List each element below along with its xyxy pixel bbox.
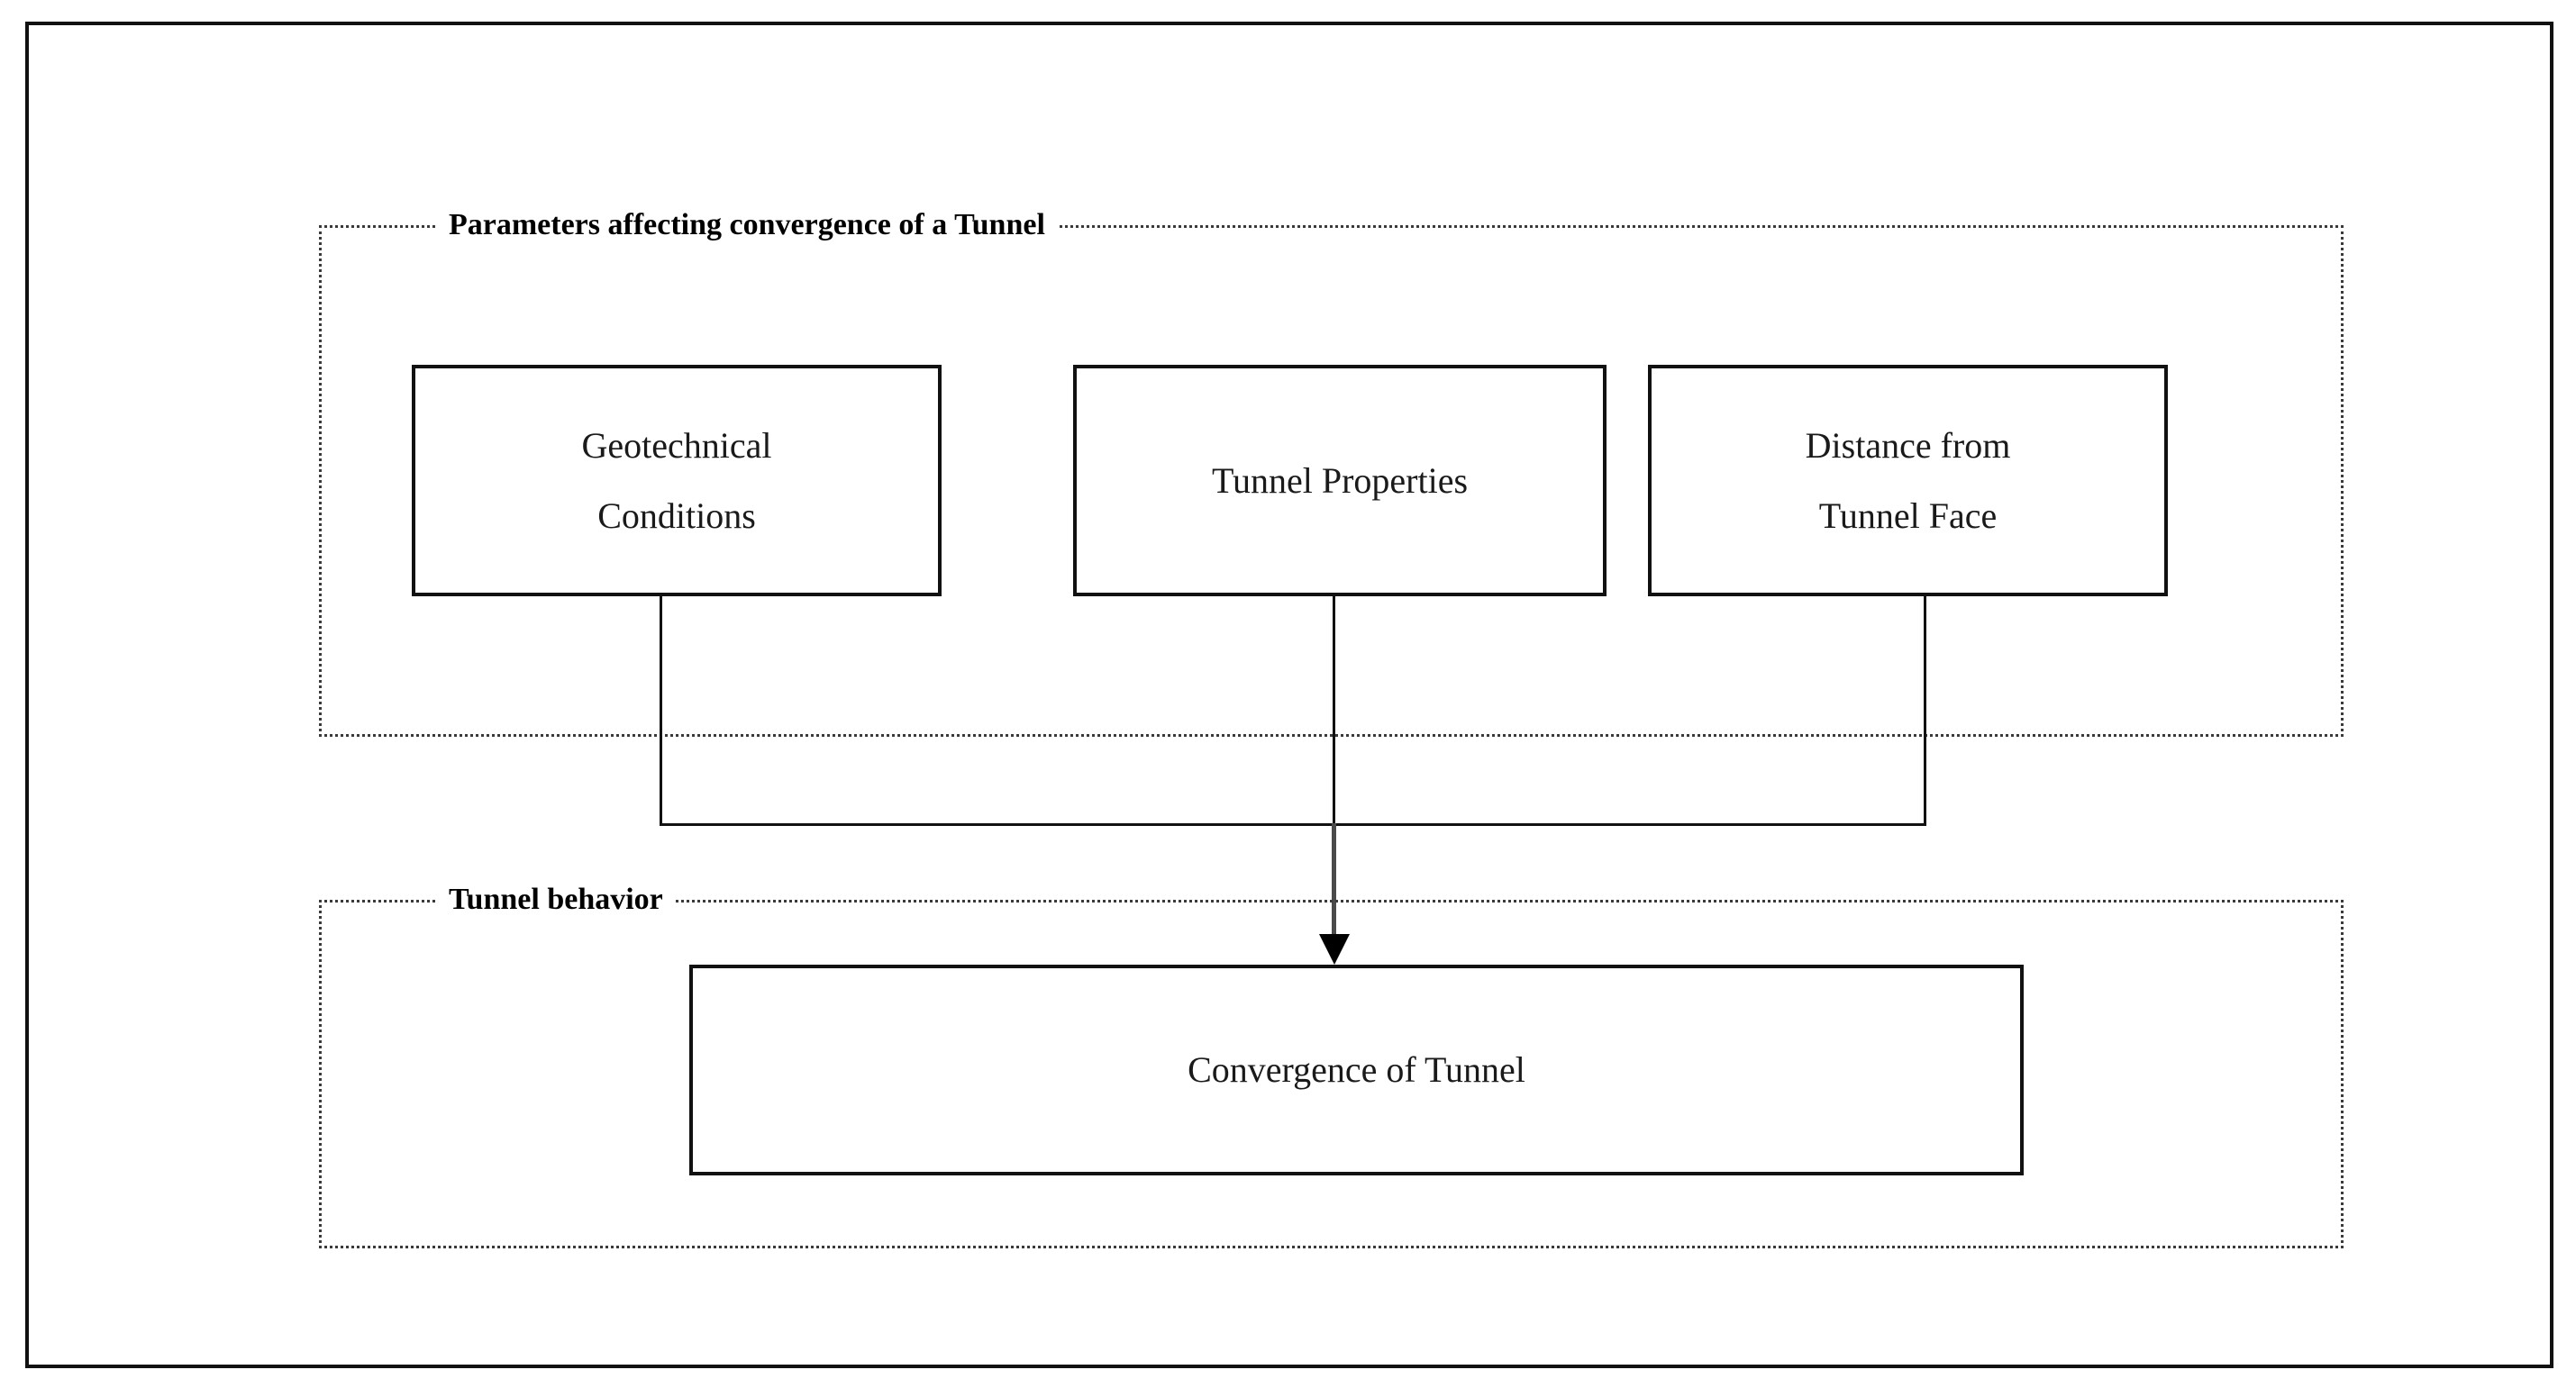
node-distance-face-line-2: Tunnel Face: [1818, 494, 1998, 536]
node-geotechnical-line-1: Geotechnical: [581, 424, 772, 466]
connector-tunnel-properties-stem: [1333, 593, 1335, 826]
node-distance-face-line-1: Distance from: [1805, 424, 2011, 466]
group-caption-parameters: Parameters affecting convergence of a Tu…: [436, 210, 1058, 240]
node-geotechnical-line-2: Conditions: [597, 494, 756, 536]
arrow-shaft-to-convergence: [1332, 823, 1336, 937]
arrow-head-icon: [1319, 934, 1350, 965]
group-tunnel-behavior: [319, 900, 2344, 1248]
node-distance-from-tunnel-face[interactable]: Distance from Tunnel Face: [1648, 365, 2168, 596]
node-tunnel-properties[interactable]: Tunnel Properties: [1073, 365, 1607, 596]
node-geotechnical-conditions[interactable]: Geotechnical Conditions: [412, 365, 942, 596]
connector-distance-face-riser: [1924, 593, 1926, 826]
connector-geotechnical-riser: [660, 593, 662, 826]
node-convergence-line-1: Convergence of Tunnel: [1188, 1049, 1525, 1090]
group-parameters-affecting-convergence: [319, 225, 2344, 737]
node-convergence-of-tunnel[interactable]: Convergence of Tunnel: [689, 965, 2024, 1175]
group-caption-tunnel-behavior: Tunnel behavior: [436, 884, 676, 915]
connector-join-bar: [660, 823, 1926, 826]
node-tunnel-properties-line-1: Tunnel Properties: [1211, 459, 1469, 501]
outer-frame: Parameters affecting convergence of a Tu…: [25, 22, 2553, 1368]
